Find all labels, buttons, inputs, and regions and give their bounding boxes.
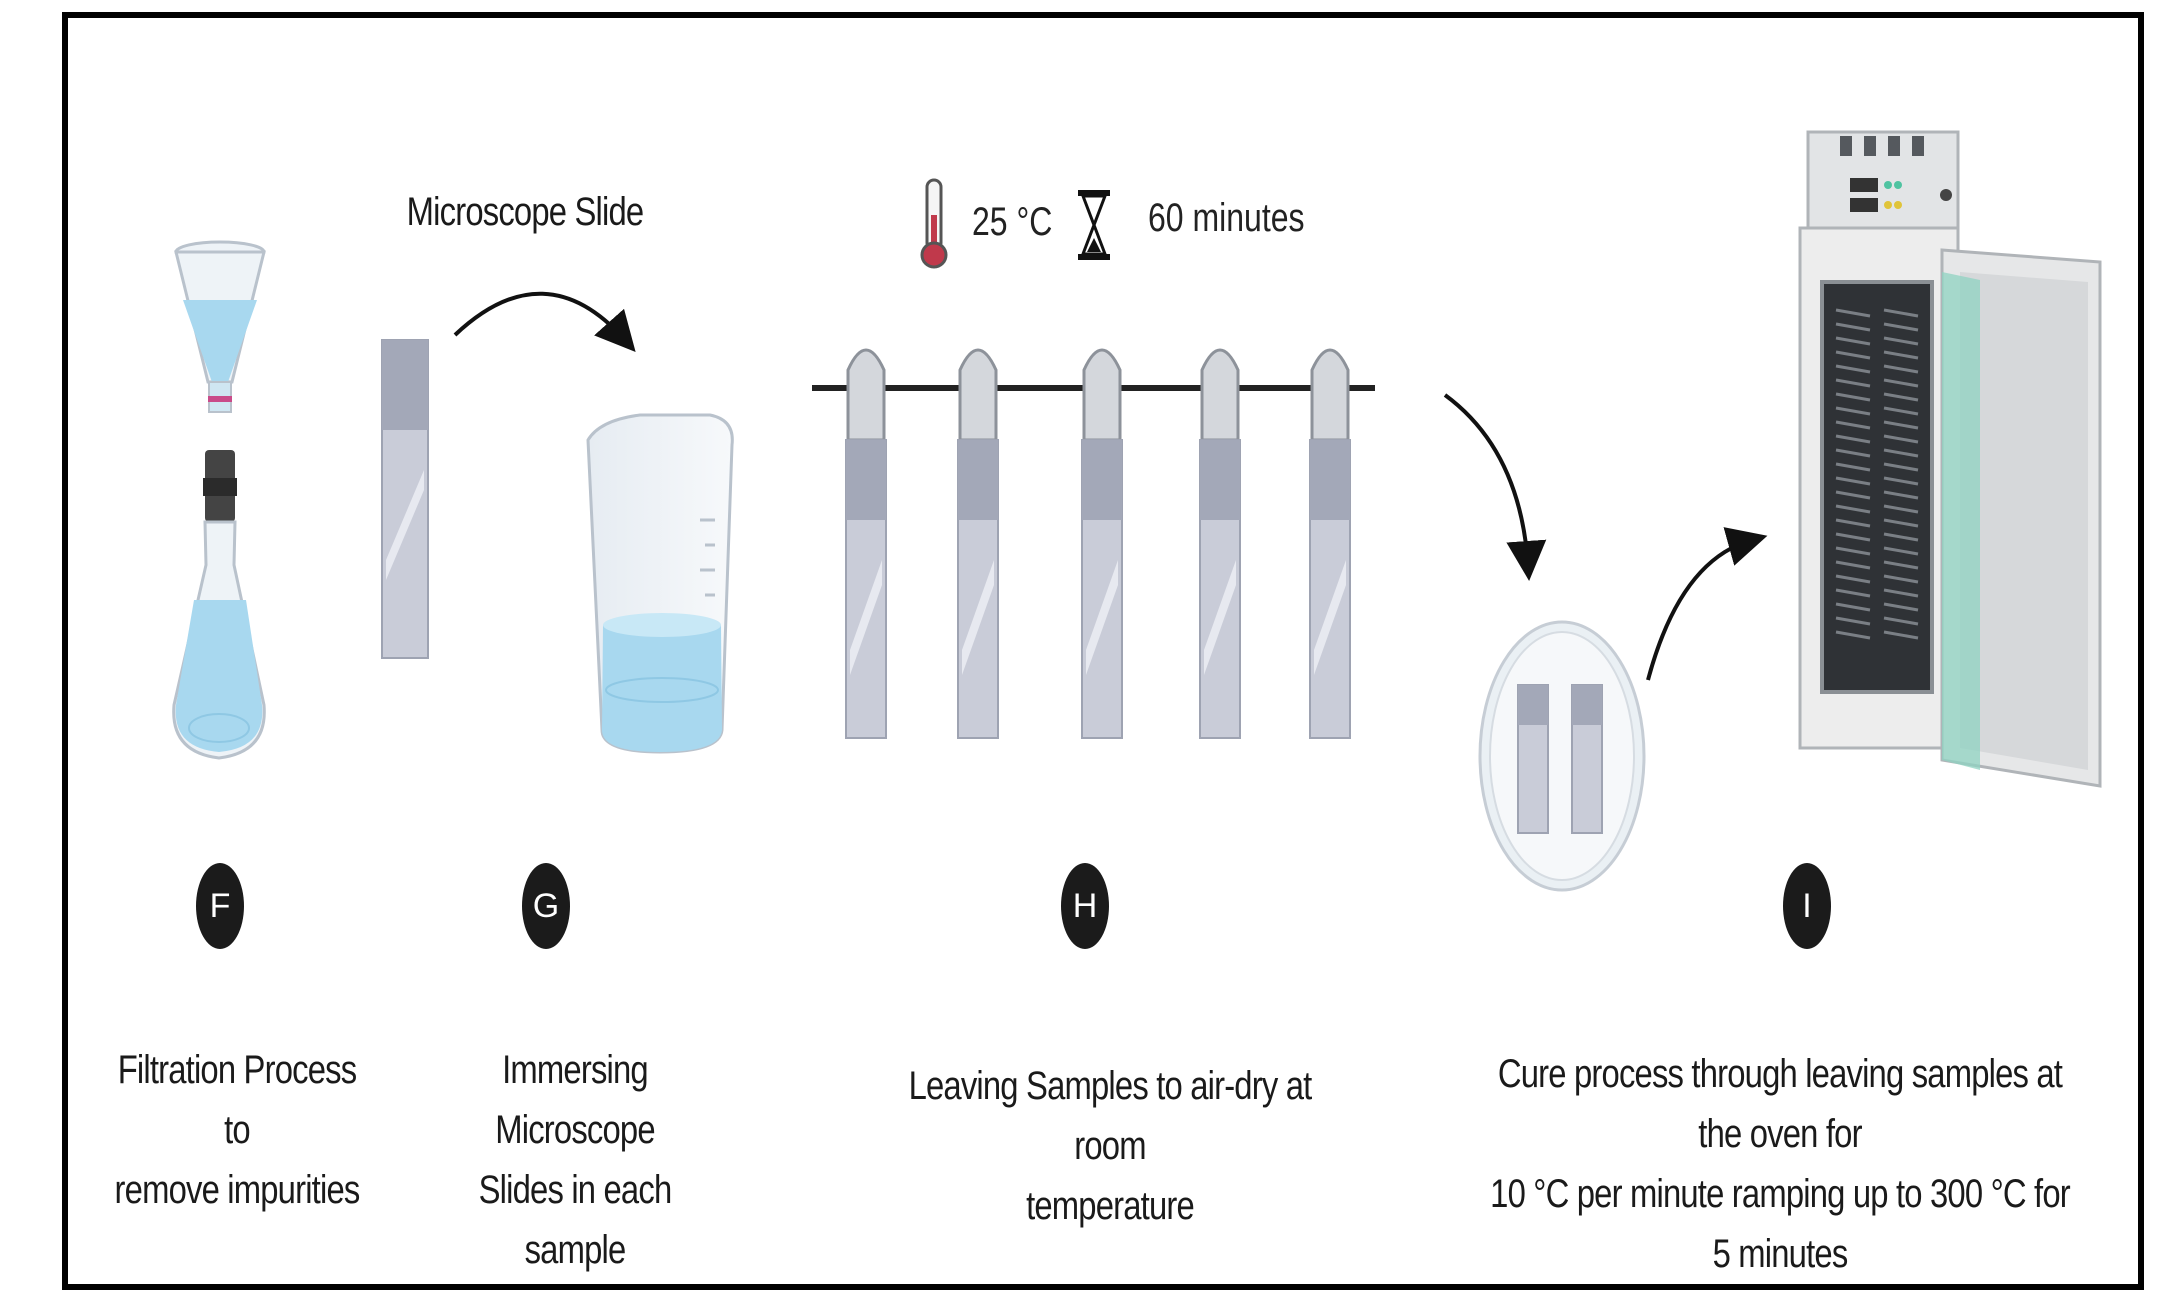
arrow-to-dish [1443,393,1547,581]
hanging-slide [957,348,999,739]
step-g-line2: Slides in each sample [478,1168,673,1272]
step-i-caption: Cure process through leaving samples at … [1485,1044,2075,1284]
thermometer-icon [920,178,948,269]
microscope-slide-label: Microscope Slide [406,190,644,234]
step-h-caption: Leaving Samples to air-dry at room tempe… [880,1056,1339,1236]
step-i-line1: Cure process through leaving samples at … [1497,1052,2063,1156]
beaker-icon [586,413,734,754]
hanging-slide [1081,348,1123,739]
flask-funnel-icon [172,240,266,760]
arrow-to-oven [1646,527,1768,681]
step-badge-f: F [196,863,244,949]
hourglass-icon [1078,190,1110,260]
hanging-slide [1309,348,1351,739]
hanging-slide [845,348,887,739]
step-g-line1: Immersing Microscope [495,1048,655,1152]
step-h-line1: Leaving Samples to air-dry at room [908,1064,1313,1168]
duration-label: 60 minutes [1148,196,1305,240]
temperature-label: 25 °C [972,200,1053,244]
step-badge-i: I [1783,863,1831,949]
step-f-caption: Filtration Process to remove impurities [110,1040,364,1220]
petri-dish-icon [1478,620,1646,892]
step-f-line2: remove impurities [114,1168,361,1212]
step-g-caption: Immersing Microscope Slides in each samp… [436,1040,715,1280]
oven-icon [1798,130,2102,788]
hanging-slide [1199,348,1241,739]
step-badge-g: G [522,863,570,949]
step-f-line1: Filtration Process to [117,1048,357,1152]
step-h-line2: temperature [1026,1184,1195,1228]
step-i-line2: 10 °C per minute ramping up to 300 °C fo… [1490,1172,2071,1276]
step-badge-h: H [1061,863,1109,949]
microscope-slide-icon [381,339,429,659]
diagram-frame [62,12,2144,1290]
arrow-to-beaker [453,291,636,352]
